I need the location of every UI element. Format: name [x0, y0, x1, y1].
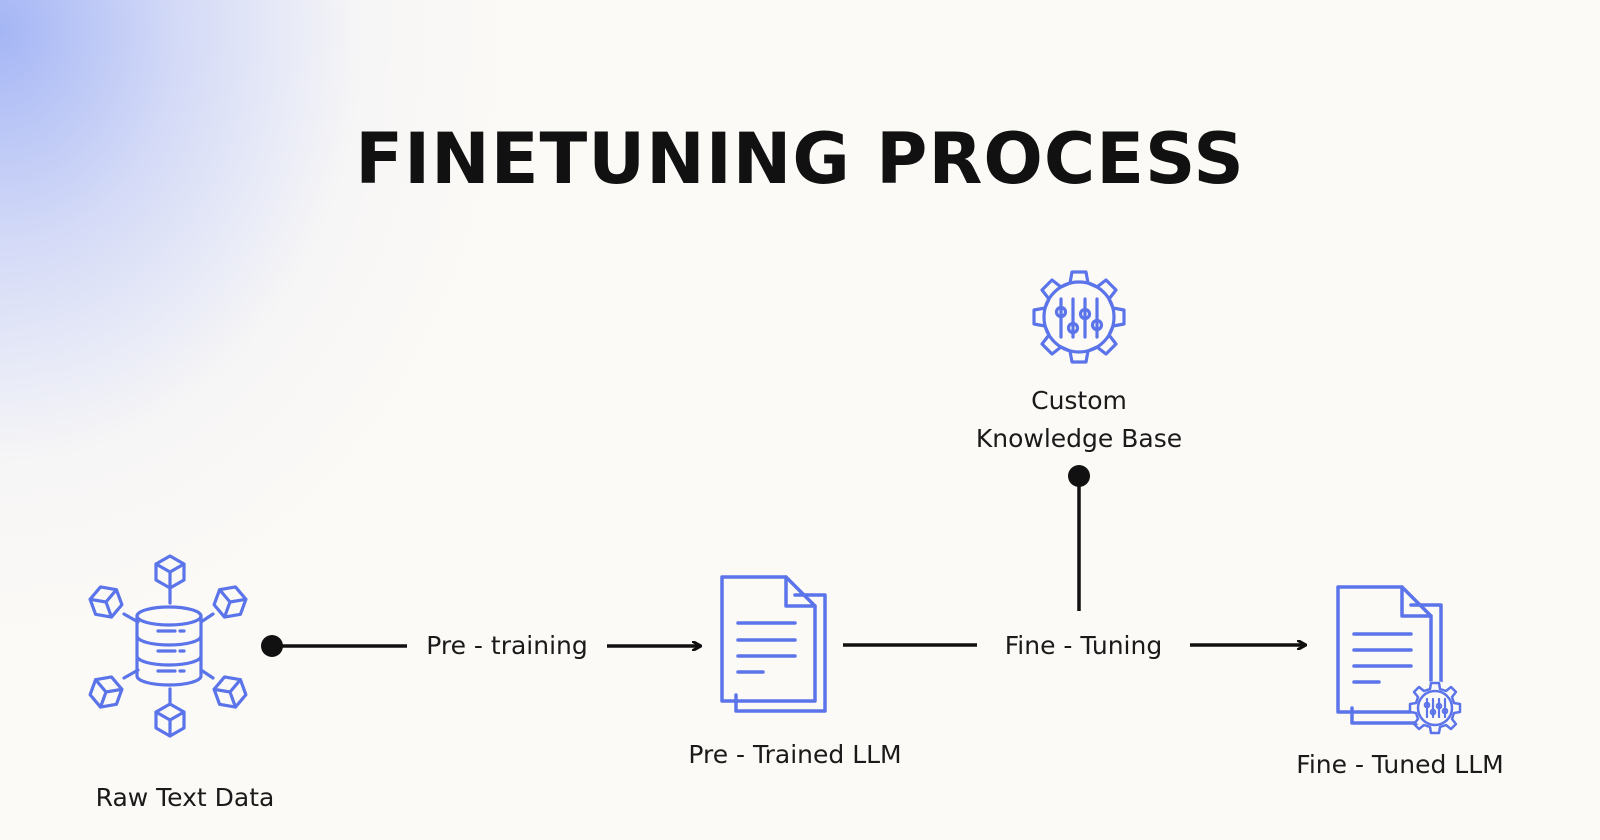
database-network-icon: [88, 554, 248, 738]
document-gear-icon: [1336, 585, 1462, 735]
settings-gear-sliders-icon: [1032, 270, 1126, 364]
page-title: FINETUNING PROCESS: [355, 118, 1245, 200]
raw-text-data-label: Raw Text Data: [95, 783, 275, 812]
pre-trained-llm-label: Pre - Trained LLM: [688, 740, 902, 769]
knowledge-base-label-line2: Knowledge Base: [975, 424, 1183, 453]
pre-training-label: Pre - training: [426, 631, 588, 660]
document-icon: [720, 575, 827, 713]
fine-tuned-llm-label: Fine - Tuned LLM: [1296, 750, 1504, 779]
connector-pretraining: [261, 635, 700, 657]
fine-tuning-label: Fine - Tuning: [1004, 631, 1163, 660]
knowledge-base-label-line1: Custom: [1031, 386, 1127, 415]
connector-knowledge-base: [1068, 465, 1090, 611]
